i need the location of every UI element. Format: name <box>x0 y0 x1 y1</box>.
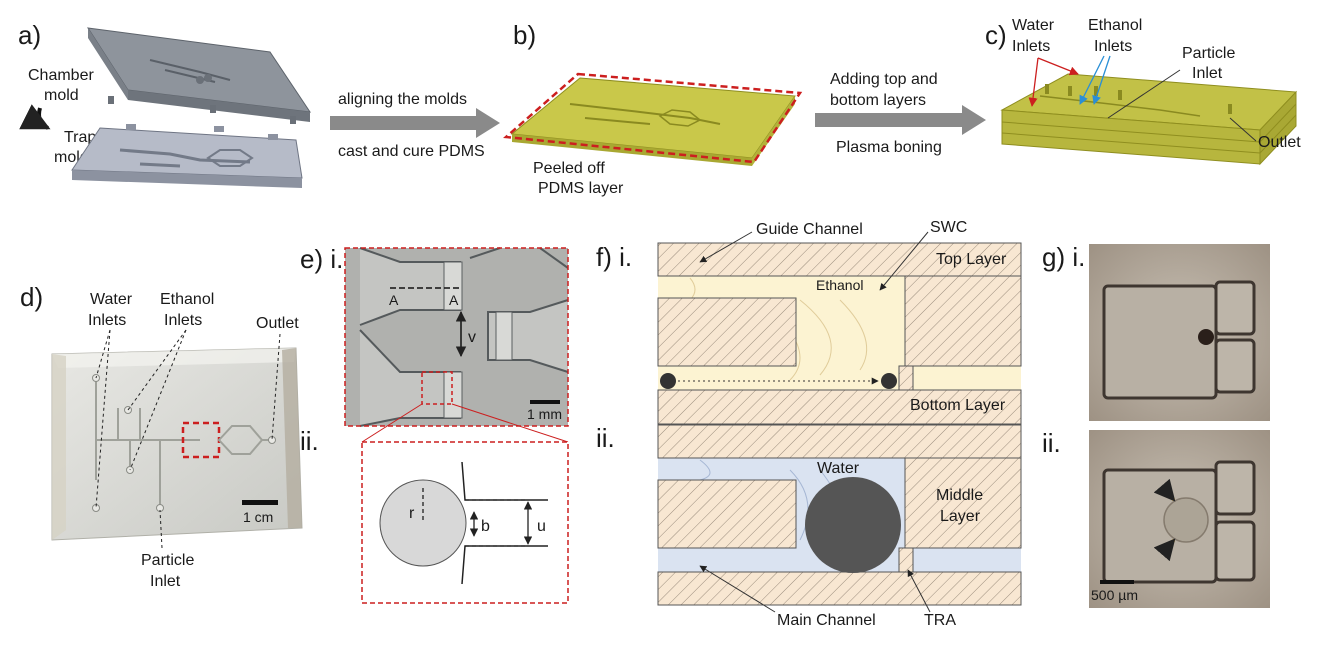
c-outlet-label: Outlet <box>1258 134 1301 151</box>
trap-mold-label-1: Trap <box>64 129 96 146</box>
trap-mold-plate <box>71 124 303 188</box>
e-zoom-line-right <box>451 403 569 443</box>
c-ethanol-label-1: Ethanol <box>1088 17 1142 34</box>
panel-a-label: a) <box>18 20 41 50</box>
c-water-arrow-1 <box>1028 57 1039 107</box>
peeled-label-2: PDMS layer <box>538 180 624 197</box>
f-i-schematic <box>657 242 1022 425</box>
panel-g: g) i. ii. 500 µm <box>1042 242 1270 608</box>
d-water-label-2: Inlets <box>88 312 126 329</box>
d-scale-label: 1 cm <box>243 509 273 525</box>
e-mark-a-left: A <box>389 292 399 308</box>
panel-b: b) Peeled off PDMS layer Adding top and … <box>503 20 986 197</box>
panel-e-label: e) i. <box>300 244 343 274</box>
d-outlet-label: Outlet <box>256 315 299 332</box>
f-guide-pointer <box>699 231 753 263</box>
c-water-label-2: Inlets <box>1012 38 1050 55</box>
g-scale-label: 500 µm <box>1091 587 1138 603</box>
f-swc-label: SWC <box>930 219 967 236</box>
panel-f-label: f) i. <box>596 242 632 272</box>
d-scale-bar <box>242 500 278 505</box>
e-mark-v: v <box>468 329 476 346</box>
f-swc-pointer <box>879 231 929 291</box>
g-ii-micrograph <box>1089 430 1270 608</box>
panel-e-ii-label: ii. <box>300 426 319 456</box>
pdms-highlight-outline <box>503 72 803 164</box>
flip-arrow-icon <box>19 104 51 130</box>
panel-e: e) i. A A v 1 mm ii. <box>300 244 569 604</box>
f-guide-channel-label: Guide Channel <box>756 221 863 238</box>
chamber-mold-label-2: mold <box>44 87 79 104</box>
step-arrow-b-to-c <box>815 105 986 135</box>
e-label-r: r <box>409 505 415 522</box>
e-scale-label: 1 mm <box>527 406 562 422</box>
c-particle-label-2: Inlet <box>1192 65 1223 82</box>
step-text-cast: cast and cure PDMS <box>338 143 485 160</box>
step-text-adding-2: bottom layers <box>830 92 926 109</box>
d-ethanol-label-1: Ethanol <box>160 291 214 308</box>
panel-f-ii-label: ii. <box>596 423 615 453</box>
d-leader-lines <box>95 329 281 549</box>
panel-c-label: c) <box>985 20 1007 50</box>
e-label-b: b <box>481 518 490 535</box>
panel-c: c) Water Inlets Ethanol Inlets Particle … <box>985 17 1301 166</box>
d-water-label-1: Water <box>90 291 133 308</box>
peeled-label-1: Peeled off <box>533 160 605 177</box>
e-zoom-line-left <box>361 403 423 443</box>
f-bottom-layer-label: Bottom Layer <box>910 397 1006 414</box>
chamber-mold-plate <box>86 27 312 124</box>
e-micrograph <box>345 247 569 427</box>
chamber-mold-label-1: Chamber <box>28 67 94 84</box>
e-trap-detail <box>361 441 569 604</box>
g-i-micrograph <box>1089 244 1270 421</box>
f-main-pointer <box>699 565 776 613</box>
panel-a: a) Chamber mold Trap mold <box>18 20 500 188</box>
c-ethanol-arrow-1 <box>1079 55 1105 105</box>
f-middle-layer-label-2: Layer <box>940 508 981 525</box>
f-water-label: Water <box>817 460 860 477</box>
c-water-label-1: Water <box>1012 17 1055 34</box>
step-text-plasma: Plasma boning <box>836 139 942 156</box>
panel-g-label: g) i. <box>1042 242 1085 272</box>
panel-g-ii-label: ii. <box>1042 428 1061 458</box>
pdms-layer <box>510 77 796 166</box>
panel-d: d) Water Inlets Ethanol Inlets Outlet Pa… <box>20 282 303 590</box>
c-particle-pointer <box>1107 69 1181 119</box>
device-photo <box>51 347 303 541</box>
bonded-chip <box>1000 73 1298 166</box>
e-micrograph-frame <box>344 247 569 427</box>
e-label-u: u <box>537 518 546 535</box>
f-ethanol-label: Ethanol <box>816 277 863 293</box>
c-particle-label-1: Particle <box>1182 45 1235 62</box>
c-outlet-pointer <box>1229 117 1257 142</box>
d-particle-label-2: Inlet <box>150 573 181 590</box>
c-water-arrow-2 <box>1037 57 1079 76</box>
panel-b-label: b) <box>513 20 536 50</box>
c-ethanol-arrow-2 <box>1092 55 1111 105</box>
f-top-layer-label: Top Layer <box>936 251 1007 268</box>
step-text-align: aligning the molds <box>338 91 467 108</box>
c-ethanol-label-2: Inlets <box>1094 38 1132 55</box>
d-ethanol-label-2: Inlets <box>164 312 202 329</box>
f-tra-label: TRA <box>924 612 956 629</box>
f-main-channel-label: Main Channel <box>777 612 876 629</box>
e-mark-a-right: A <box>449 292 459 308</box>
d-particle-label-1: Particle <box>141 552 194 569</box>
f-tra-pointer <box>907 569 931 613</box>
step-arrow-a-to-b <box>330 108 500 138</box>
panel-d-label: d) <box>20 282 43 312</box>
step-text-adding-1: Adding top and <box>830 71 938 88</box>
f-middle-layer-label-1: Middle <box>936 487 983 504</box>
f-ii-schematic <box>657 424 1022 606</box>
panel-f: f) i. Guide Channel SWC Top Layer Ethano… <box>596 219 1022 629</box>
